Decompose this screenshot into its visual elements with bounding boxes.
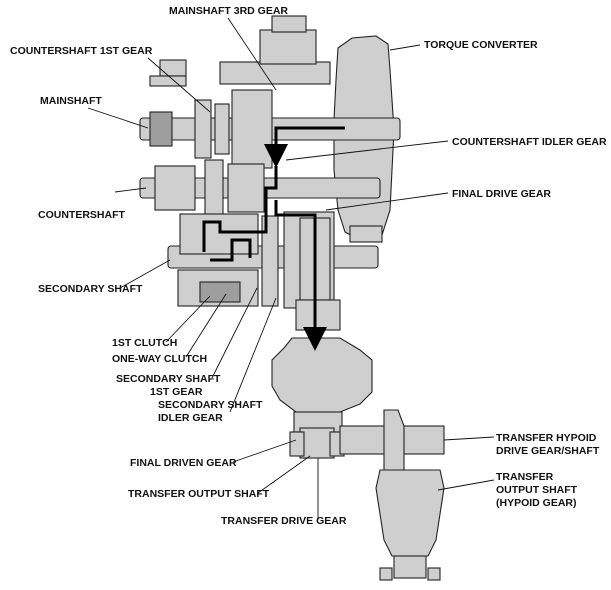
label-secondary-shaft-idler-gear-line2: IDLER GEAR [158, 412, 223, 424]
label-transfer-output-line3: (HYPOID GEAR) [496, 497, 577, 509]
label-secondary-shaft: SECONDARY SHAFT [38, 283, 143, 295]
label-transfer-output-line2: OUTPUT SHAFT [496, 484, 578, 496]
label-final-driven-gear: FINAL DRIVEN GEAR [130, 457, 237, 469]
label-transfer-drive-gear: TRANSFER DRIVE GEAR [221, 515, 347, 527]
label-countershaft-1st-gear: COUNTERSHAFT 1ST GEAR [10, 45, 153, 57]
label-secondary-shaft-idler-gear-line1: SECONDARY SHAFT [158, 399, 263, 411]
label-transfer-output-line1: TRANSFER [496, 471, 554, 483]
label-transfer-output-shaft: TRANSFER OUTPUT SHAFT [128, 488, 270, 500]
label-one-way-clutch: ONE-WAY CLUTCH [112, 353, 207, 365]
label-countershaft: COUNTERSHAFT [38, 209, 125, 221]
leader-lines [87, 17, 495, 520]
label-mainshaft: MAINSHAFT [40, 95, 102, 107]
power-flow-path [202, 126, 345, 351]
labels: MAINSHAFT 3RD GEAR COUNTERSHAFT 1ST GEAR… [10, 5, 607, 527]
label-transfer-hypoid-line1: TRANSFER HYPOID [496, 432, 597, 444]
label-final-drive-gear: FINAL DRIVE GEAR [452, 188, 551, 200]
countershaft-1st-gear-stack [149, 15, 331, 87]
label-mainshaft-3rd-gear: MAINSHAFT 3RD GEAR [169, 5, 288, 17]
transfer-hypoid-drive-gear [339, 409, 445, 481]
label-1st-clutch: 1ST CLUTCH [112, 337, 177, 349]
label-secondary-shaft-1st-gear-line2: 1ST GEAR [150, 386, 203, 398]
mainshaft [139, 89, 401, 169]
label-transfer-hypoid-line2: DRIVE GEAR/SHAFT [496, 445, 600, 457]
countershaft [139, 159, 381, 217]
transfer-output-shaft [289, 427, 345, 459]
label-countershaft-idler-gear: COUNTERSHAFT IDLER GEAR [452, 136, 607, 148]
label-torque-converter: TORQUE CONVERTER [424, 39, 538, 51]
label-secondary-shaft-1st-gear-line1: SECONDARY SHAFT [116, 373, 221, 385]
transfer-hypoid-output-shaft [375, 469, 445, 581]
final-driven-gear [271, 299, 373, 433]
